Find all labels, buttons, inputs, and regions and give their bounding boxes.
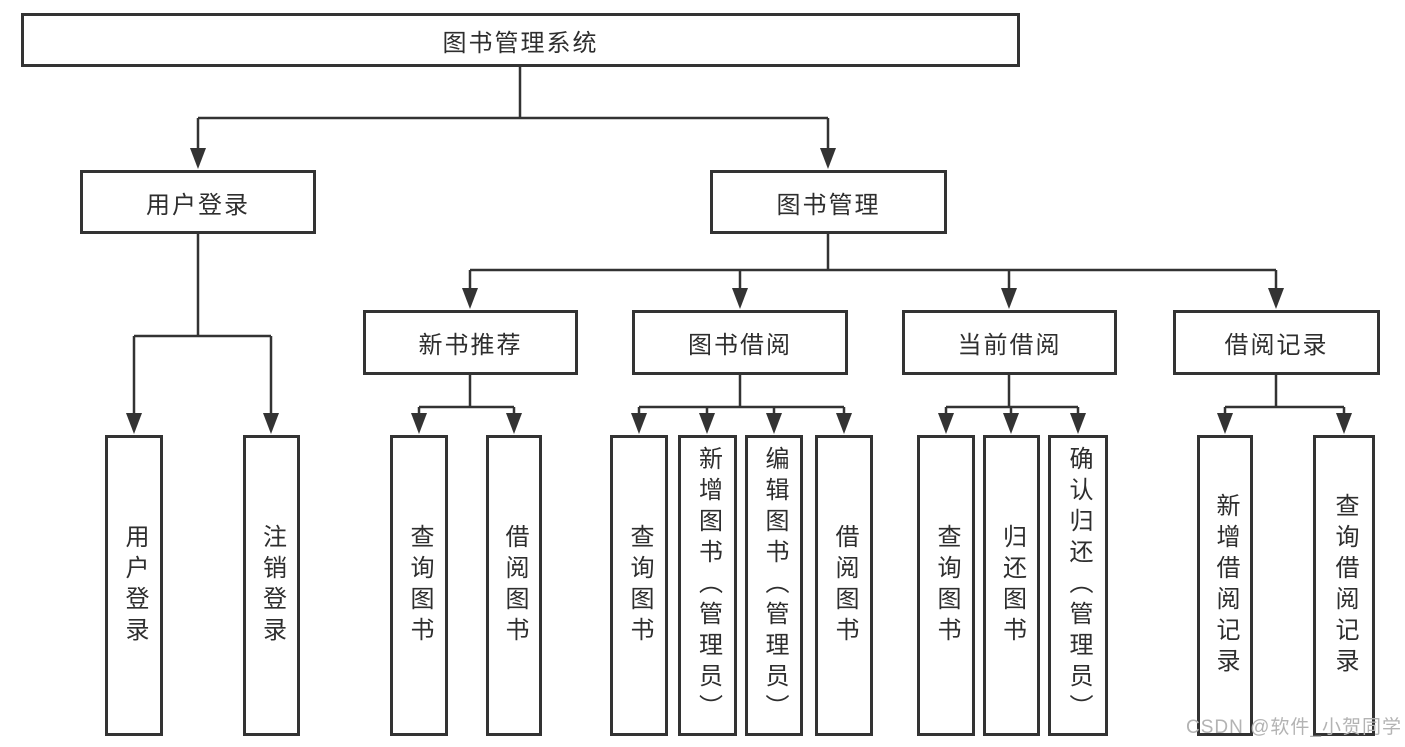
leaf-query-borrow-record: 查询借阅记录 [1313,435,1375,736]
leaf-add-borrow-record-label: 新增借阅记录 [1212,492,1239,679]
leaf-query-books-1: 查询图书 [390,435,448,736]
leaf-user-login-label: 用户登录 [121,523,148,648]
leaf-borrow-books-2: 借阅图书 [815,435,873,736]
leaf-borrow-books-1: 借阅图书 [486,435,542,736]
leaf-edit-book-admin: 编辑图书（管理员） [745,435,803,736]
leaf-query-books-3: 查询图书 [917,435,975,736]
leaf-confirm-return-admin: 确认归还（管理员） [1048,435,1108,736]
leaf-logout: 注销登录 [243,435,300,736]
node-book-management: 图书管理 [710,170,947,234]
leaf-add-book-admin-label: 新增图书（管理员） [694,446,722,725]
leaf-confirm-return-admin-label: 确认归还（管理员） [1065,446,1092,725]
leaf-add-borrow-record: 新增借阅记录 [1197,435,1253,736]
leaf-edit-book-admin-label: 编辑图书（管理员） [761,446,788,725]
node-new-book-recommend: 新书推荐 [363,310,578,375]
node-book-borrowing: 图书借阅 [632,310,848,375]
leaf-query-books-3-label: 查询图书 [933,523,960,648]
watermark: CSDN @软件_小贺同学 [1186,717,1402,738]
leaf-add-book-admin: 新增图书（管理员） [678,435,737,736]
leaf-query-books-2: 查询图书 [610,435,668,736]
node-user-login: 用户登录 [80,170,316,234]
leaf-query-borrow-record-label: 查询借阅记录 [1331,492,1358,679]
leaf-return-book-label: 归还图书 [998,523,1026,648]
leaf-query-books-1-label: 查询图书 [406,523,433,648]
node-library-management-system: 图书管理系统 [21,13,1020,67]
node-borrowing-records: 借阅记录 [1173,310,1380,375]
leaf-query-books-2-label: 查询图书 [626,523,653,648]
leaf-logout-label: 注销登录 [258,523,286,648]
node-current-borrowing: 当前借阅 [902,310,1117,375]
leaf-return-book: 归还图书 [983,435,1040,736]
leaf-borrow-books-1-label: 借阅图书 [501,523,528,648]
arrowheads [126,148,1352,434]
leaf-user-login: 用户登录 [105,435,163,736]
leaf-borrow-books-2-label: 借阅图书 [831,523,858,648]
